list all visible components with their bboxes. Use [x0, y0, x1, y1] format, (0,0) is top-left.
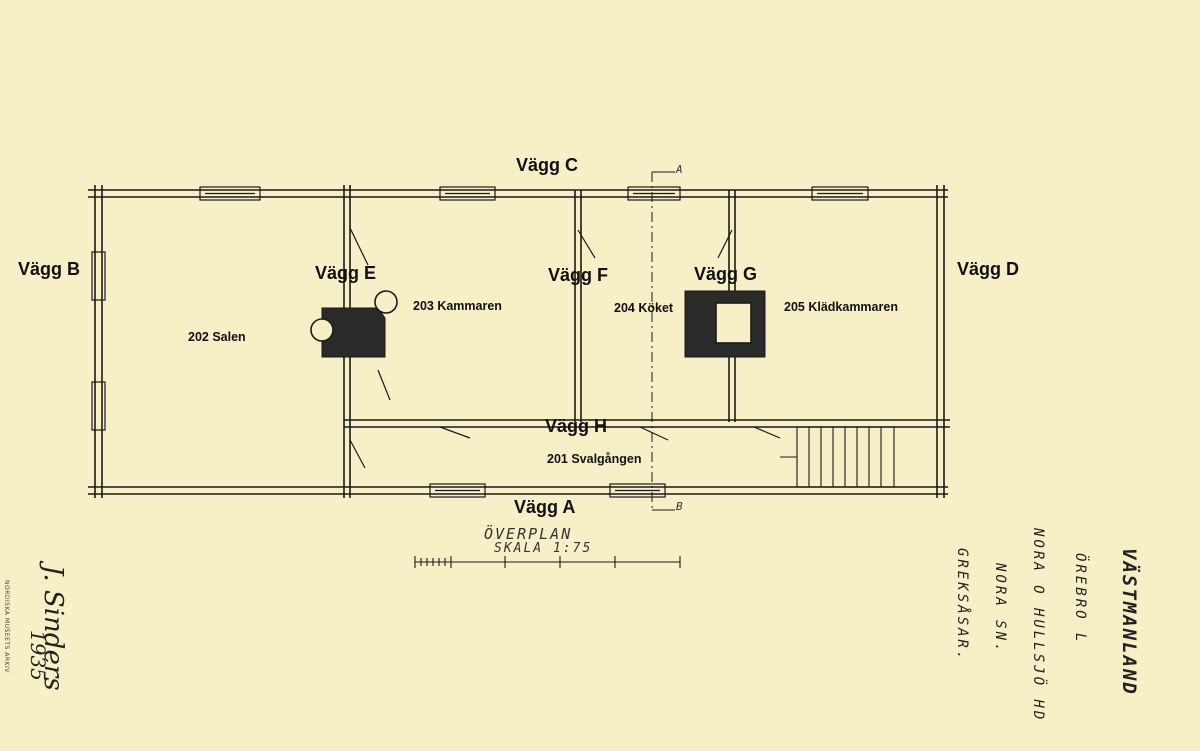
title-county: ÖREBRO L	[1072, 553, 1088, 645]
wall-e-label: Vägg E	[315, 263, 377, 283]
title-district: NORA O HULLSJÖ HD	[1030, 528, 1046, 723]
wall-f-line	[574, 190, 582, 422]
wall-b-line	[94, 185, 103, 498]
windows-bottom	[429, 483, 666, 498]
section-mark-bottom: B	[676, 500, 685, 513]
windows-top	[199, 186, 869, 201]
wall-h-line	[344, 419, 950, 428]
wall-d-line	[936, 185, 945, 498]
drawing-title: ÖVERPLAN	[484, 525, 573, 543]
title-parish: NORA SN.	[992, 563, 1008, 655]
staircase	[780, 426, 895, 488]
wall-g-label: Vägg G	[694, 264, 758, 284]
room-kammaren-label: 203 Kammaren	[413, 299, 502, 313]
drawing-scale: SKALA 1:75	[494, 541, 593, 556]
doors	[349, 227, 781, 469]
wall-h-label: Vägg H	[545, 416, 608, 436]
room-svalgangen-label: 201 Svalgången	[547, 452, 642, 466]
wall-c-label: Vägg C	[516, 155, 579, 175]
title-province: VÄSTMANLAND	[1118, 548, 1140, 696]
section-mark-top: A	[676, 163, 685, 176]
stove-kammaren	[310, 290, 398, 358]
wall-b-label: Vägg B	[18, 259, 81, 279]
scale-bar	[414, 556, 681, 568]
room-kladkammaren-label: 205 Klädkammaren	[784, 300, 898, 314]
title-place: GREKSÅSAR.	[954, 548, 970, 663]
wall-a-line	[88, 486, 948, 495]
windows-left	[91, 251, 106, 431]
archive-stamp: NORDISKA MUSEETS ARKIV	[3, 580, 10, 673]
room-salen-label: 202 Salen	[188, 330, 246, 344]
wall-a-label: Vägg A	[514, 497, 576, 517]
room-koket-label: 204 Köket	[614, 301, 674, 315]
wall-c-line	[88, 189, 948, 198]
wall-d-label: Vägg D	[957, 259, 1020, 279]
signature-year: 1935	[26, 630, 50, 681]
stove-koket	[684, 290, 766, 358]
section-line	[651, 171, 675, 511]
wall-f-label: Vägg F	[548, 265, 609, 285]
signature-name: J. Sinders	[38, 565, 68, 691]
